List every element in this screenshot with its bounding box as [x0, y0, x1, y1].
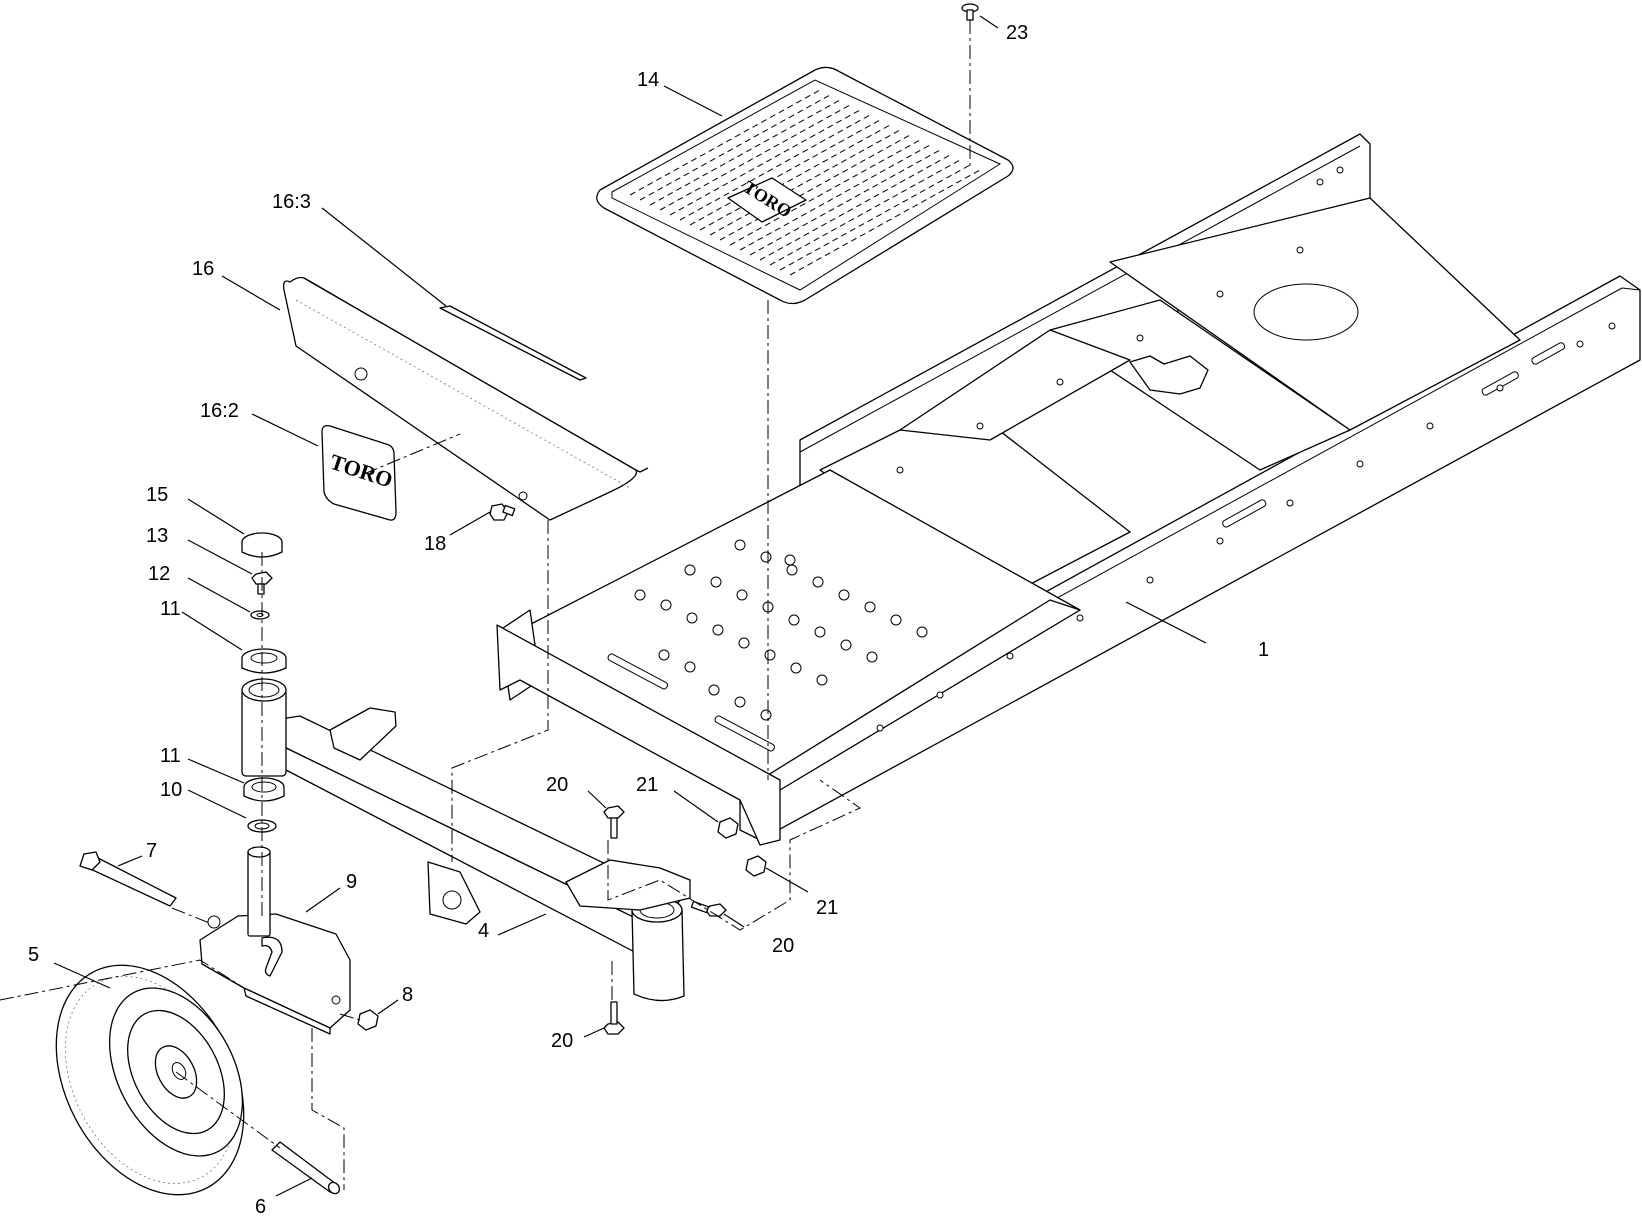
callout-6: 6	[255, 1196, 266, 1218]
phantom-lines	[0, 20, 971, 1190]
callout-20-top: 20	[546, 774, 568, 796]
callout-11-lower: 11	[160, 745, 181, 767]
callout-18: 18	[424, 533, 446, 555]
rail-hole-pattern	[876, 166, 1616, 732]
callout-16: 16	[192, 258, 214, 280]
callout-21-upper: 21	[636, 774, 658, 796]
callout-7: 7	[146, 840, 157, 862]
callout-16-2: 16:2	[200, 400, 239, 422]
callout-11-upper: 11	[160, 598, 181, 620]
floor-mat: TORO	[596, 66, 1014, 305]
callout-20-side: 20	[772, 935, 794, 957]
toro-nameplate: TORO	[321, 424, 397, 521]
callout-16-3: 16:3	[272, 191, 311, 213]
floor-hole-pattern	[634, 539, 928, 721]
front-axle	[241, 678, 691, 1002]
seat-support-bracket	[282, 276, 649, 521]
callout-labels: 1 4 5 6 7 8 9 10 11 11 12 13 14 15 16 16…	[28, 22, 1269, 1218]
callout-10: 10	[160, 779, 182, 801]
callout-21-lower: 21	[816, 897, 838, 919]
callout-23: 23	[1006, 22, 1028, 44]
main-frame	[496, 133, 1641, 846]
callout-20-bottom: 20	[551, 1030, 573, 1052]
callout-14: 14	[637, 69, 659, 91]
decal-strip	[439, 305, 587, 381]
hardware	[79, 3, 979, 1195]
callout-12: 12	[148, 563, 170, 585]
callout-9: 9	[346, 871, 357, 893]
callout-1: 1	[1258, 639, 1269, 661]
callout-4: 4	[478, 920, 489, 942]
callout-13: 13	[146, 525, 168, 547]
callout-5: 5	[28, 944, 39, 966]
caster-fork	[199, 846, 351, 1035]
callout-8: 8	[402, 984, 413, 1006]
leader-lines	[53, 15, 1207, 1197]
callout-15: 15	[146, 484, 168, 506]
